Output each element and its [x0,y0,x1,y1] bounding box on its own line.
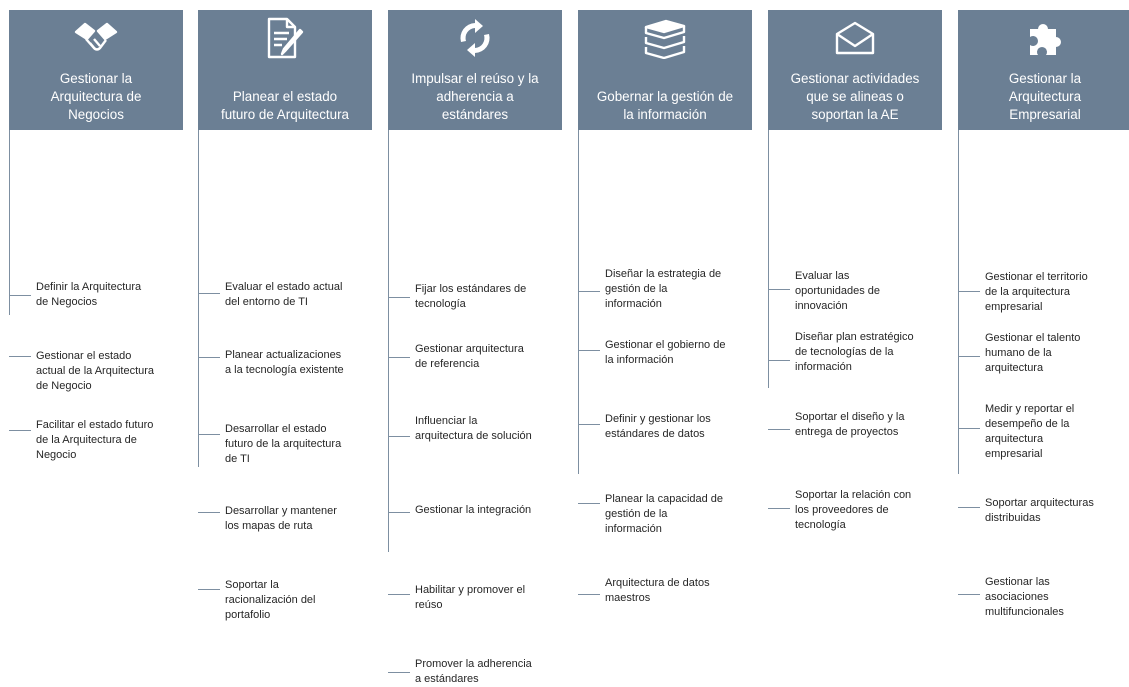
task-label: Soportar el diseño y la entrega de proye… [795,411,905,438]
column-title: Gobernar la gestión de la información [596,89,734,122]
item-connector [388,436,410,437]
task-label: Definir y gestionar los estándares de da… [605,413,711,440]
connector-line [9,130,10,315]
task-label: Desarrollar el estado futuro de la arqui… [225,423,342,465]
item-connector [768,508,790,509]
column-title: Planear el estado futuro de Arquitectura [220,89,350,122]
item-connector [198,512,220,513]
task-label: Gestionar el gobierno de la información [605,339,726,366]
task-label: Fijar los estándares de tecnología [415,283,527,310]
column-title: Gestionar la Arquitectura de Negocios [50,71,142,122]
item-connector [388,594,410,595]
task-label: Habilitar y promover el reúso [415,584,526,611]
column-title: Impulsar el reúso y la adherencia a está… [411,71,539,122]
item-connector [9,295,31,296]
item-connector [768,429,790,430]
item-connector [958,507,980,508]
item-connector [198,293,220,294]
item-connector [958,356,980,357]
connector-line [388,130,389,552]
item-connector [578,291,600,292]
column-header: Gestionar actividades que se alineas o s… [768,10,942,130]
item-connector [9,356,31,357]
item-connector [388,672,410,673]
task-label: Promover la adherencia a estándares [415,658,532,685]
connector-line [958,130,959,474]
task-label: Diseñar plan estratégico de tecnologías … [795,331,914,373]
task-label: Soportar la racionalización del portafol… [225,579,316,621]
column-3: Impulsar el reúso y la adherencia a está… [388,10,562,685]
item-connector [198,434,220,435]
books-icon [578,16,752,60]
task-label: Gestionar la integración [415,504,532,516]
task-label: Soportar arquitecturas distribuidas [985,497,1094,524]
task-label: Desarrollar y mantener los mapas de ruta [225,505,337,532]
column-title: Gestionar la Arquitectura Empresarial [1008,71,1082,122]
task-label: Facilitar el estado futuro de la Arquite… [36,419,154,461]
column-header: Gestionar la Arquitectura de Negocios [9,10,183,130]
task-label: Evaluar el estado actual del entorno de … [225,281,343,308]
task-label: Gestionar el territorio de la arquitectu… [985,271,1088,313]
connector-line [578,130,579,474]
document-pen-icon [198,16,372,60]
item-connector [958,594,980,595]
task-label: Influenciar la arquitectura de solución [415,415,532,442]
item-connector [198,357,220,358]
task-label: Soportar la relación con los proveedores… [795,489,912,531]
item-connector [768,289,790,290]
column-header: Impulsar el reúso y la adherencia a está… [388,10,562,130]
puzzle-icon [958,16,1129,60]
connector-line [768,130,769,388]
item-connector [388,357,410,358]
task-label: Gestionar el estado actual de la Arquite… [36,350,155,392]
connector-line [198,130,199,467]
item-connector [578,594,600,595]
item-connector [578,424,600,425]
item-connector [9,430,31,431]
column-header: Planear el estado futuro de Arquitectura [198,10,372,130]
item-connector [578,503,600,504]
task-label: Arquitectura de datos maestros [605,577,710,604]
envelope-icon [768,16,942,60]
column-2: Planear el estado futuro de Arquitectura… [198,10,372,621]
column-header: Gestionar la Arquitectura Empresarial [958,10,1129,130]
task-label: Planear actualizaciones a la tecnología … [225,349,344,376]
task-label: Medir y reportar el desempeño de la arqu… [985,403,1075,460]
refresh-icon [388,16,562,60]
task-label: Definir la Arquitectura de Negocios [36,281,142,308]
column-title: Gestionar actividades que se alineas o s… [790,71,920,122]
column-header: Gobernar la gestión de la información [578,10,752,130]
task-label: Evaluar las oportunidades de innovación [795,270,881,312]
task-label: Planear la capacidad de gestión de la in… [605,493,724,535]
task-label: Gestionar el talento humano de la arquit… [985,332,1081,374]
item-connector [388,512,410,513]
column-5: Gestionar actividades que se alineas o s… [768,10,942,531]
task-label: Gestionar las asociaciones multifunciona… [985,576,1064,618]
item-connector [388,297,410,298]
item-connector [958,291,980,292]
item-connector [958,428,980,429]
handshake-icon [9,16,183,60]
item-connector [768,360,790,361]
task-label: Gestionar arquitectura de referencia [415,343,524,370]
item-connector [578,350,600,351]
task-label: Diseñar la estrategia de gestión de la i… [605,268,722,310]
item-connector [198,589,220,590]
